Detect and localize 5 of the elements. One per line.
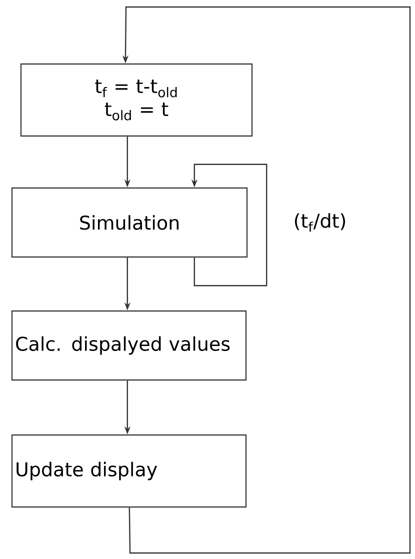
edge-label: (t$_{f}$/dt) bbox=[294, 213, 346, 232]
process-box: Update display bbox=[11, 434, 247, 508]
process-box: Calc. dispalyed values bbox=[11, 310, 247, 381]
process-box: t$_{f}$ = t-t$_{old}$ t$_{old}$ = t bbox=[20, 63, 253, 137]
process-box: Simulation bbox=[11, 187, 248, 258]
